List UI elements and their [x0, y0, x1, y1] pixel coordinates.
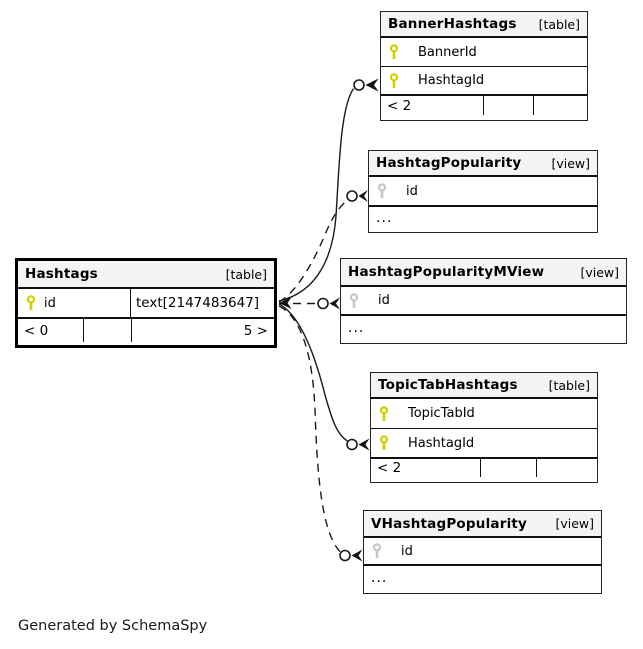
- table-name[interactable]: VHashtagPopularity: [371, 515, 528, 532]
- generated-by-label: Generated by SchemaSpy: [18, 618, 208, 634]
- table-hashtags[interactable]: Hashtags [table] id text[2147483647] < 0…: [15, 258, 277, 348]
- table-stats-row: < 0 5 >: [18, 318, 274, 342]
- ellipsis-label: ...: [371, 569, 388, 586]
- primary-key-icon: [378, 435, 390, 451]
- column-type: text[2147483647]: [136, 295, 260, 311]
- stat-children: < 0: [18, 319, 84, 342]
- table-banner-hashtags[interactable]: BannerHashtags [table] BannerId HashtagI…: [380, 11, 588, 121]
- table-header[interactable]: Hashtags [table]: [18, 261, 274, 289]
- ellipsis-label: ...: [348, 319, 365, 336]
- column-row: HashtagId: [381, 67, 587, 95]
- relation-hashtags-hashtagpopularity: [278, 199, 348, 303]
- stat-mid: [481, 459, 537, 477]
- table-kind-badge: [table]: [225, 266, 267, 282]
- column-cell: id: [18, 289, 131, 317]
- table-stats-row: < 2: [381, 95, 587, 115]
- table-name[interactable]: BannerHashtags: [388, 16, 517, 32]
- column-name: id: [406, 183, 418, 199]
- column-name: id: [401, 543, 413, 559]
- column-name: TopicTabId: [408, 406, 475, 421]
- fk-arrow-icon: [329, 297, 340, 310]
- view-key-icon: [348, 292, 360, 309]
- stat-mid: [84, 319, 132, 342]
- column-row: BannerId: [381, 38, 587, 67]
- column-name: HashtagId: [408, 435, 475, 451]
- table-kind-badge: [table]: [538, 16, 580, 32]
- origin-arrow-icon: [279, 297, 292, 309]
- table-name[interactable]: Hashtags: [25, 266, 98, 282]
- zero-circle-icon: [346, 190, 358, 202]
- table-header[interactable]: HashtagPopularityMView [view]: [341, 259, 626, 287]
- relation-hashtags-bannerhashtags: [278, 88, 355, 302]
- column-row: HashtagId: [371, 429, 597, 458]
- table-kind-badge: [view]: [551, 155, 590, 171]
- table-name[interactable]: HashtagPopularityMView: [348, 264, 545, 280]
- table-kind-badge: [table]: [548, 377, 590, 393]
- view-hashtag-popularity-mview[interactable]: HashtagPopularityMView [view] id ...: [340, 258, 627, 344]
- stat-children: < 2: [371, 459, 481, 477]
- ellipsis-label: ...: [376, 209, 393, 226]
- primary-key-icon: [388, 72, 400, 89]
- view-key-icon: [371, 543, 383, 559]
- fk-arrow-icon: [351, 549, 363, 562]
- more-columns-row: ...: [341, 315, 626, 339]
- primary-key-icon: [25, 295, 37, 311]
- table-header[interactable]: TopicTabHashtags [table]: [371, 373, 597, 399]
- column-row: TopicTabId: [371, 399, 597, 429]
- view-v-hashtag-popularity[interactable]: VHashtagPopularity [view] id ...: [363, 510, 602, 594]
- column-row: id: [341, 287, 626, 315]
- zero-circle-icon: [317, 297, 329, 310]
- column-row: id text[2147483647]: [18, 289, 274, 318]
- zero-circle-icon: [339, 549, 351, 562]
- stat-mid: [484, 96, 534, 115]
- stat-parents: 5 >: [243, 322, 268, 339]
- column-name: BannerId: [418, 44, 477, 60]
- table-header[interactable]: HashtagPopularity [view]: [369, 151, 597, 177]
- table-header[interactable]: BannerHashtags [table]: [381, 12, 587, 38]
- stat-children: < 2: [381, 96, 484, 115]
- fk-arrow-icon: [358, 190, 368, 202]
- more-columns-row: ...: [364, 565, 601, 589]
- primary-key-icon: [378, 405, 390, 422]
- column-name: HashtagId: [418, 73, 485, 88]
- zero-circle-icon: [346, 438, 358, 451]
- stat-parents: [537, 459, 597, 477]
- relation-hashtags-vhashtagpopularity: [278, 305, 342, 553]
- table-kind-badge: [view]: [555, 516, 594, 531]
- table-topic-tab-hashtags[interactable]: TopicTabHashtags [table] TopicTabId Hash…: [370, 372, 598, 483]
- table-header[interactable]: VHashtagPopularity [view]: [364, 511, 601, 538]
- column-name: id: [44, 295, 56, 311]
- stat-parents: [534, 96, 587, 115]
- view-hashtag-popularity[interactable]: HashtagPopularity [view] id ...: [368, 150, 598, 233]
- table-name[interactable]: HashtagPopularity: [376, 155, 522, 171]
- table-name[interactable]: TopicTabHashtags: [378, 377, 518, 393]
- zero-circle-icon: [353, 79, 365, 91]
- column-name: id: [378, 293, 390, 308]
- table-kind-badge: [view]: [580, 264, 619, 280]
- table-stats-row: < 2: [371, 458, 597, 477]
- fk-arrow-icon: [365, 78, 379, 92]
- view-key-icon: [376, 183, 388, 199]
- more-columns-row: ...: [369, 206, 597, 228]
- column-row: id: [364, 538, 601, 565]
- relation-hashtags-topictabhashtags: [278, 303, 349, 442]
- column-row: id: [369, 177, 597, 206]
- fk-arrow-icon: [358, 438, 370, 451]
- primary-key-icon: [388, 44, 400, 60]
